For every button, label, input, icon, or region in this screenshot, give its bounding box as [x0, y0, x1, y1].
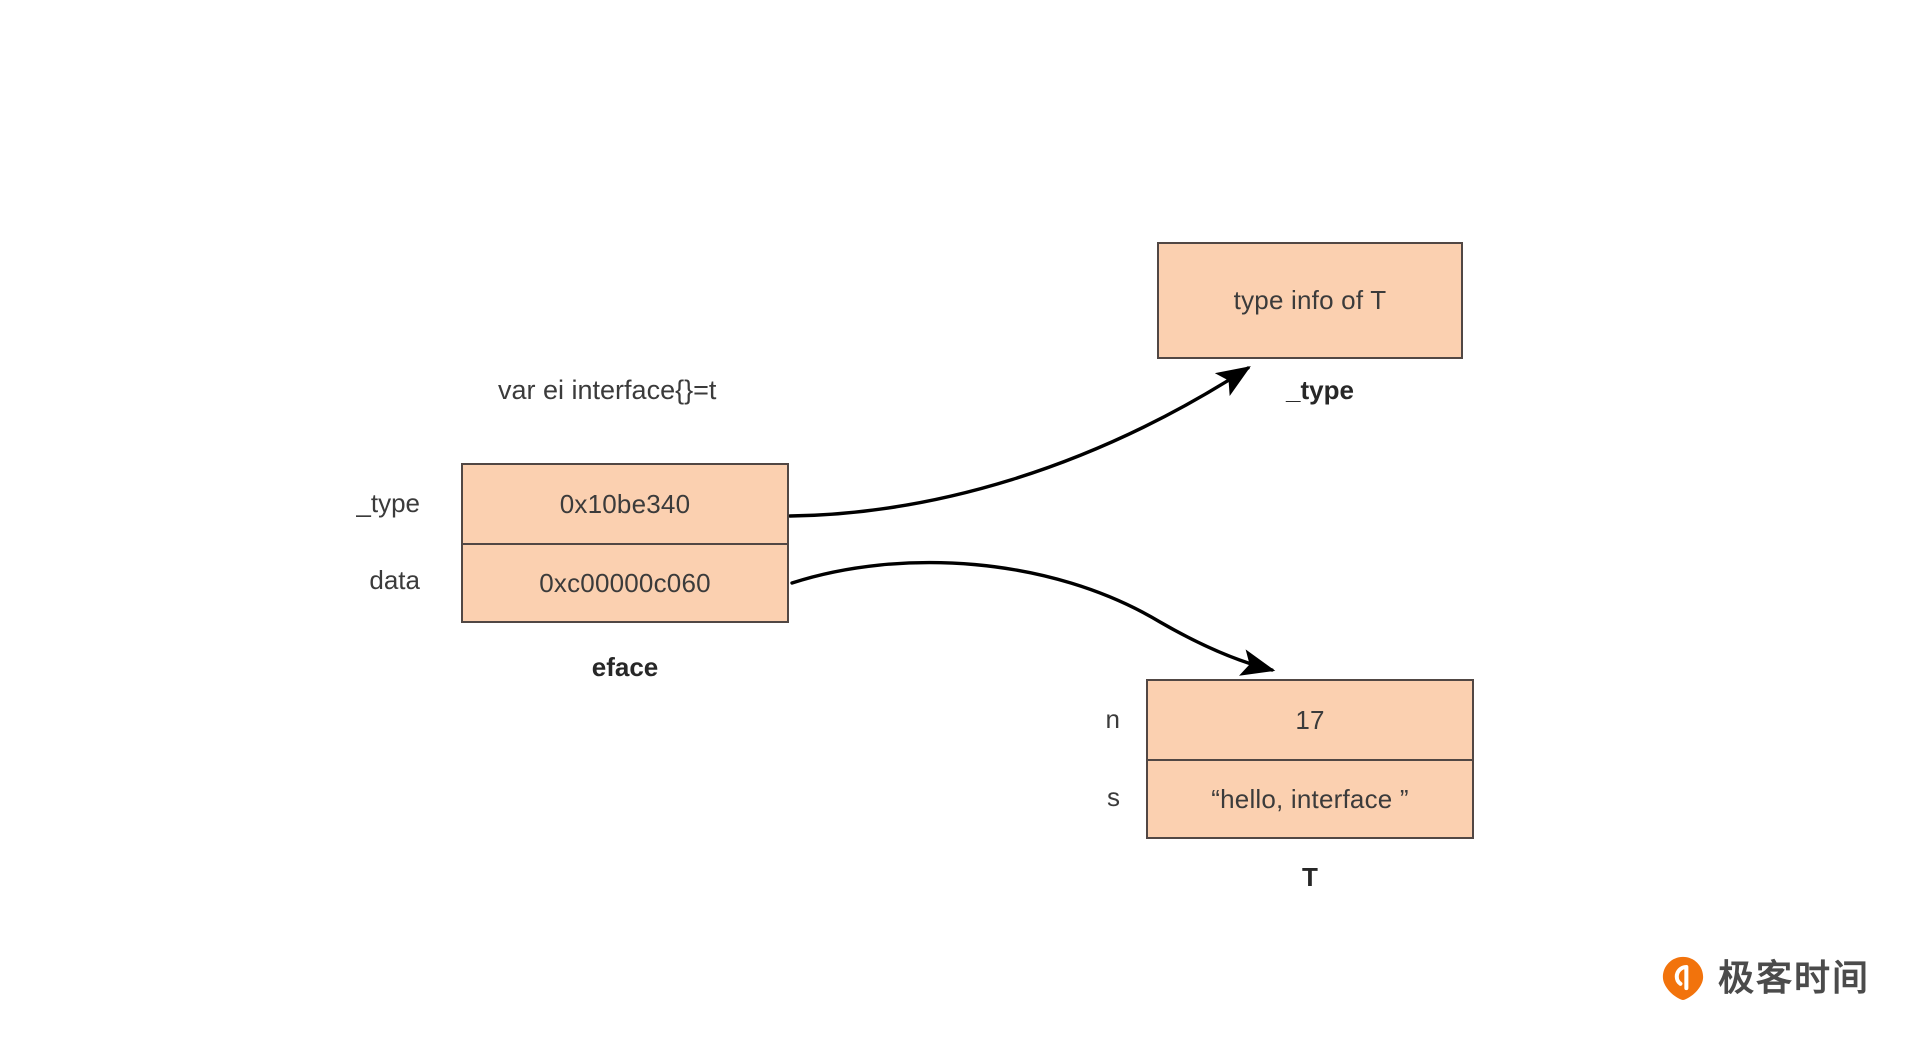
geektime-pin-icon — [1662, 956, 1704, 1001]
t-field-s-value: “hello, interface ” — [1148, 759, 1472, 837]
eface-struct-box: 0x10be340 0xc00000c060 — [461, 463, 789, 623]
type-info-caption: _type — [1286, 375, 1354, 405]
t-row-label-n: n — [1105, 704, 1120, 734]
eface-row-label-type: _type — [356, 488, 420, 518]
eface-row-label-data: data — [369, 565, 420, 595]
t-struct-box: 17 “hello, interface ” — [1146, 679, 1474, 839]
assignment-expression: var ei interface{}=t — [498, 375, 717, 405]
eface-type-value: 0x10be340 — [559, 488, 691, 519]
brand-name: 极客时间 — [1718, 957, 1871, 998]
type-info-value: type info of T — [1233, 285, 1387, 315]
t-field-n-value: 17 — [1295, 704, 1325, 735]
type-pointer-arrow — [788, 366, 1251, 518]
type-info-box: type info of T — [1157, 242, 1463, 359]
t-struct-caption: T — [1302, 862, 1318, 892]
t-row-label-s: s — [1107, 782, 1120, 812]
eface-caption: eface — [591, 652, 659, 682]
eface-data-value: 0xc00000c060 — [463, 543, 787, 621]
brand-watermark: 极客时间 — [1660, 955, 1870, 1001]
data-pointer-arrow — [790, 560, 1276, 676]
